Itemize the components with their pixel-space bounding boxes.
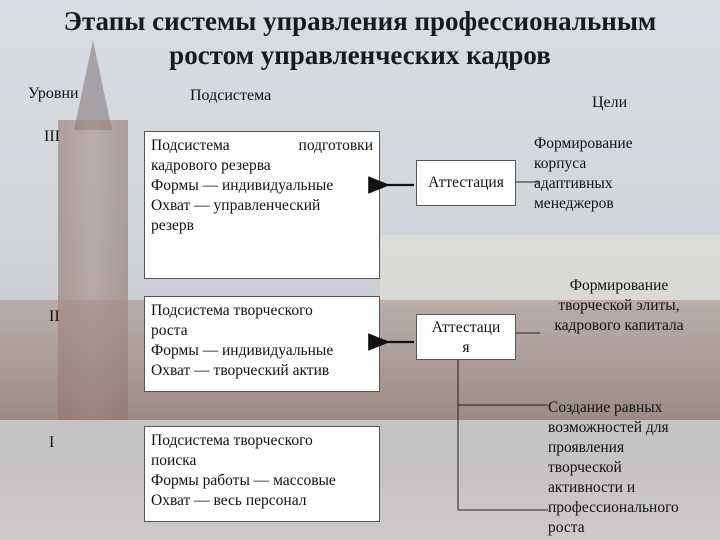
goal-3-line-3: адаптивных — [534, 175, 613, 192]
goal-3: Формирование корпуса адаптивных менеджер… — [534, 134, 672, 214]
subsystem-2-line-1: Подсистема творческого — [151, 302, 313, 319]
slide-title: Этапы системы управления профессиональны… — [0, 4, 720, 72]
subsystem-header: Подсистема — [190, 87, 272, 104]
subsystem-3-line-4: Охват — управленческий — [151, 197, 321, 214]
subsystem-box-3: Подсистема подготовки кадрового резерва … — [144, 131, 380, 279]
goal-1-line-7: роста — [548, 519, 585, 536]
level-2-label: II — [49, 308, 60, 325]
attestation-lower-line-2: я — [462, 339, 470, 356]
subsystem-1-line-4: Охват — весь персонал — [151, 492, 307, 509]
subsystem-3-line-1-rest: подготовки — [298, 137, 373, 154]
goal-3-line-2: корпуса — [534, 155, 587, 172]
level-1-label: I — [49, 434, 55, 451]
attestation-box-upper: Аттестация — [416, 160, 516, 206]
subsystem-3-first-word: Подсистема — [151, 137, 230, 154]
palace — [380, 235, 720, 305]
goal-3-line-1: Формирование — [534, 135, 633, 152]
subsystem-3-line-3: Формы — индивидуальные — [151, 177, 334, 194]
goal-1-line-4: творческой — [548, 459, 622, 476]
subsystem-1-line-1: Подсистема творческого — [151, 432, 313, 449]
goal-2-line-2: творческой элиты, — [558, 297, 680, 314]
subsystem-3-line-5: резерв — [151, 217, 194, 234]
attestation-lower-line-1: Аттестаци — [431, 319, 501, 336]
goal-2: Формирование творческой элиты, кадрового… — [536, 276, 702, 336]
attestation-upper-label: Аттестация — [428, 174, 504, 191]
goals-header: Цели — [592, 94, 628, 111]
subsystem-2-line-2: роста — [151, 322, 188, 339]
goal-1-line-2: возможностей для — [548, 419, 669, 436]
title-line-1: Этапы системы управления профессиональны… — [63, 6, 657, 36]
goal-1-line-6: профессионального — [548, 499, 679, 516]
tower-spire — [74, 40, 112, 130]
subsystem-2-line-4: Охват — творческий актив — [151, 362, 330, 379]
title-line-2: ростом управленческих кадров — [169, 40, 551, 70]
goal-1-line-5: активности и — [548, 479, 636, 496]
subsystem-3-line-2: кадрового резерва — [151, 157, 271, 174]
subsystem-1-line-2: поиска — [151, 452, 197, 469]
level-3-label: III — [44, 128, 60, 145]
goal-1-line-1: Создание равных — [548, 399, 663, 416]
subsystem-1-line-3: Формы работы — массовые — [151, 472, 336, 489]
levels-header: Уровни — [28, 85, 79, 102]
subsystem-box-1: Подсистема творческого поиска Формы рабо… — [144, 426, 380, 522]
goal-1: Создание равных возможностей для проявле… — [548, 398, 704, 538]
subsystem-2-line-3: Формы — индивидуальные — [151, 342, 334, 359]
goal-2-line-1: Формирование — [569, 277, 669, 294]
subsystem-3-line-1: Подсистема подготовки — [151, 136, 373, 156]
goal-1-line-3: проявления — [548, 439, 625, 456]
attestation-box-lower: Аттестаци я — [416, 314, 516, 360]
goal-2-line-3: кадрового капитала — [554, 317, 684, 334]
subsystem-box-2: Подсистема творческого роста Формы — инд… — [144, 296, 380, 392]
goal-3-line-4: менеджеров — [534, 195, 614, 212]
